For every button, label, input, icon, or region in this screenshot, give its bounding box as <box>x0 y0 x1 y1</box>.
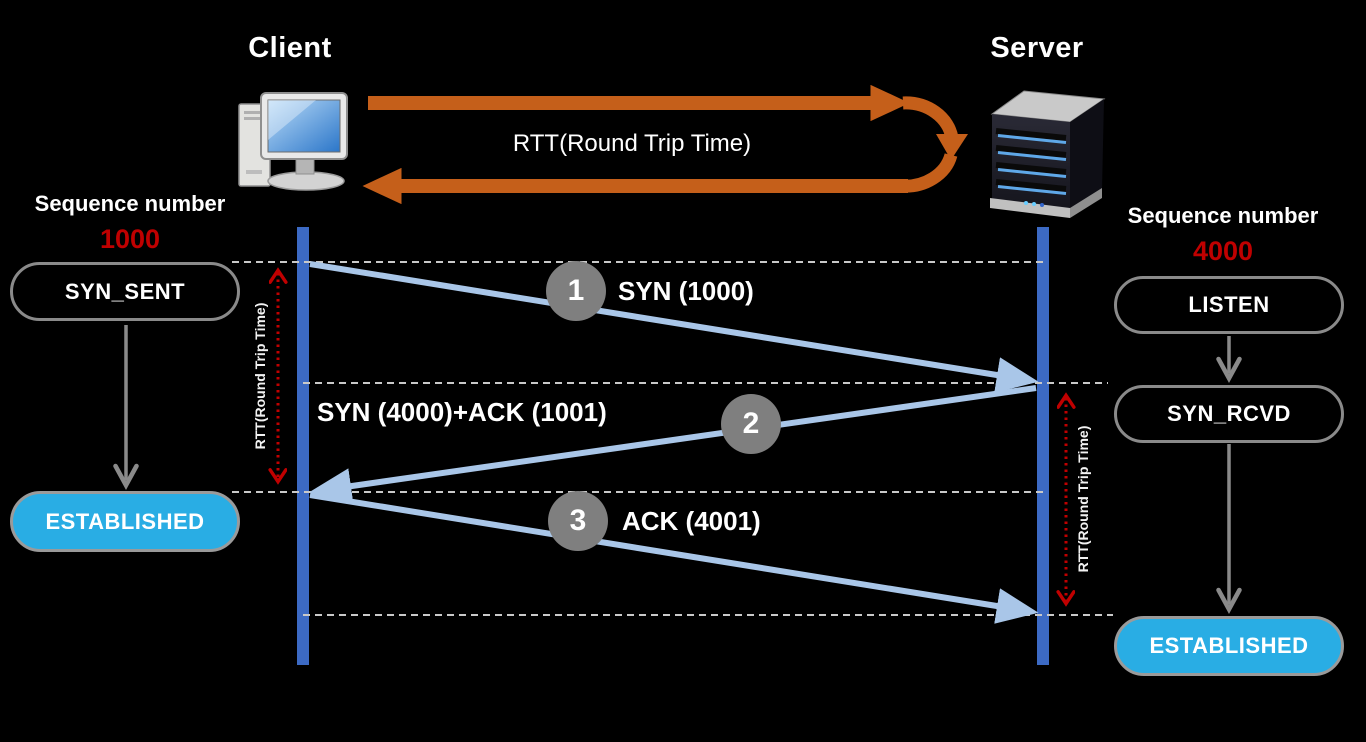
server-state-established: ESTABLISHED <box>1114 616 1344 676</box>
server-lifeline <box>1037 227 1049 665</box>
step-2-badge: 2 <box>721 394 781 454</box>
synack-message-label: SYN (4000)+ACK (1001) <box>317 397 607 427</box>
client-rtt-vertical-label: RTT(Round Trip Time) <box>252 302 268 450</box>
client-lifeline <box>297 227 309 665</box>
client-computer-icon <box>238 92 348 191</box>
syn-arrow <box>309 261 1039 393</box>
client-state-syn-sent: SYN_SENT <box>10 262 240 321</box>
rtt-loop-arc-bottom <box>900 152 958 193</box>
client-sequence-number-value: 1000 <box>99 224 161 254</box>
server-icon <box>990 90 1106 218</box>
step-3-badge: 3 <box>548 491 608 551</box>
server-state-syn-rcvd: SYN_RCVD <box>1114 385 1344 443</box>
ack-message-label: ACK (4001) <box>622 506 761 536</box>
state-transition-arrows <box>113 325 1242 615</box>
rtt-banner-label: RTT(Round Trip Time) <box>512 130 752 157</box>
server-rtt-vertical-label: RTT(Round Trip Time) <box>1075 425 1091 573</box>
rtt-loop-arc-arrowhead <box>936 134 968 160</box>
client-state-established: ESTABLISHED <box>10 491 240 552</box>
client-sequence-number-label: Sequence number <box>34 191 226 216</box>
message-arrows <box>309 261 1039 624</box>
server-sequence-number-label: Sequence number <box>1127 203 1319 228</box>
rtt-loop-arrows <box>362 84 968 205</box>
step-1-badge: 1 <box>546 261 606 321</box>
rtt-span-markers <box>278 273 1066 601</box>
ack-arrow <box>309 492 1039 624</box>
syn-message-label: SYN (1000) <box>618 276 754 306</box>
client-title: Client <box>248 32 332 64</box>
rtt-loop-arc-top <box>902 96 959 140</box>
synack-arrow <box>309 385 1037 504</box>
time-guides <box>232 261 1113 616</box>
server-title: Server <box>990 32 1084 64</box>
server-sequence-number-value: 4000 <box>1192 236 1254 266</box>
server-state-listen: LISTEN <box>1114 276 1344 334</box>
